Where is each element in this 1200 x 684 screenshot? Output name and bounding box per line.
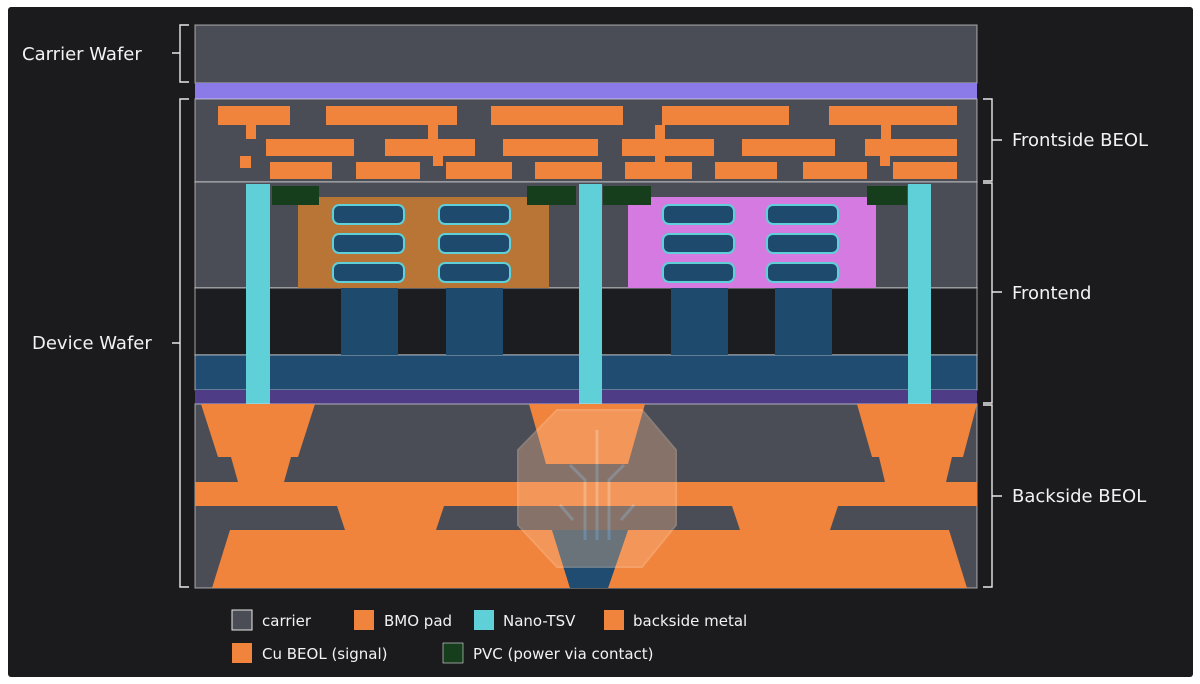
backside-metal [195,404,977,588]
svg-text:Cu BEOL (signal): Cu BEOL (signal) [262,645,388,663]
backside-beol-label: Backside BEOL [1012,486,1146,507]
svg-text:BMO pad: BMO pad [384,612,452,630]
svg-text:PVC (power via contact): PVC (power via contact) [473,645,654,663]
carrier-wafer-layer [194,24,978,84]
nanosheet-channels [332,204,839,283]
nano-tsvs [246,184,931,404]
pvc-contacts [272,186,907,205]
channel-pillars [341,288,832,355]
device-wafer-label: Device Wafer [32,333,152,354]
svg-text:Nano-TSV: Nano-TSV [503,612,576,630]
region-brackets [172,24,1002,588]
watermark-chip-logo [517,409,677,568]
backside-channel-gap [552,530,628,588]
svg-text:carrier: carrier [262,612,312,630]
legend-item-nano-tsv: Nano-TSV [474,610,576,630]
legend-item-backside-metal: backside metal [604,610,747,630]
svg-text:backside metal: backside metal [633,612,747,630]
carrier-wafer-label: Carrier Wafer [22,44,142,65]
frontend-label: Frontend [1012,283,1091,304]
legend: carrier BMO pad Nano-TSV backside metal … [231,609,747,664]
bonding-layer [195,83,977,99]
frontside-beol-label: Frontside BEOL [1012,130,1148,151]
legend-item-cu-beol: Cu BEOL (signal) [232,643,388,663]
frontside-beol-metal-lines [218,106,957,179]
legend-item-pvc: PVC (power via contact) [442,642,654,664]
legend-item-bmo-pad: BMO pad [354,610,452,630]
legend-item-carrier: carrier [231,609,312,631]
